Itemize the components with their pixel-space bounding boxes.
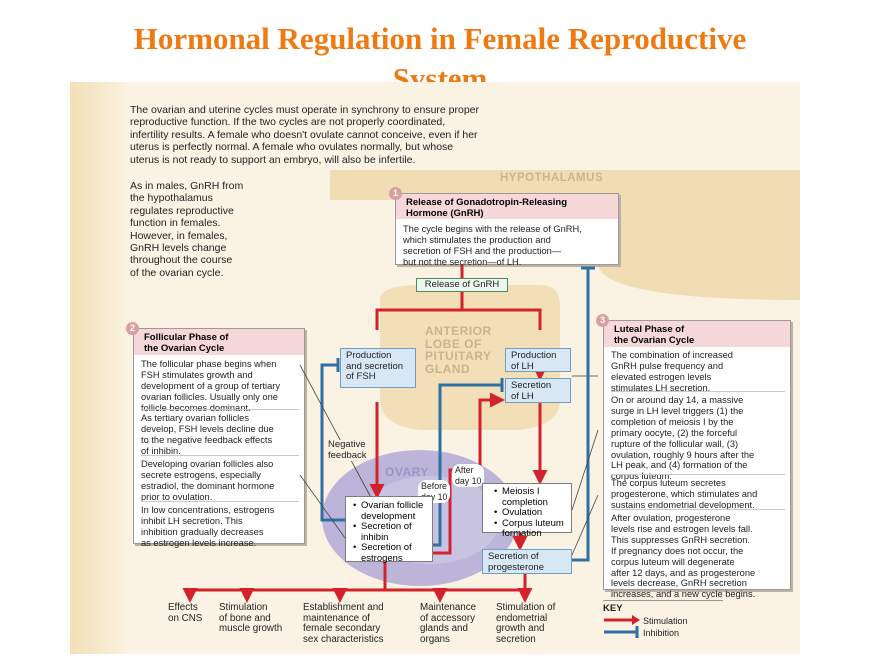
intro-paragraph-1: The ovarian and uterine cycles must oper… xyxy=(130,104,480,166)
figure-panel-shade xyxy=(70,82,130,654)
key-stimulation-arrow xyxy=(604,615,640,625)
ovulation-item: Ovulation xyxy=(494,507,567,519)
step2-pointer-2 xyxy=(299,474,346,539)
hypothalamus-shape xyxy=(330,170,800,300)
step2-pointer-1 xyxy=(299,364,376,506)
key-inhibition-label: Inhibition xyxy=(643,628,680,638)
step1-number: 1 xyxy=(389,187,402,200)
hypothalamus-label: HYPOTHALAMUS xyxy=(500,172,604,184)
step3-pointer-2 xyxy=(571,429,599,511)
estrogen-inhibit-lh xyxy=(432,383,502,547)
key-inhibition-arrow xyxy=(604,626,639,638)
ovary-label: OVARY xyxy=(385,465,429,479)
page-title-line-1: Hormonal Regulation in Female Reproducti… xyxy=(133,21,747,56)
step3-pointer-3 xyxy=(571,494,599,556)
progesterone-inhibit-gnrh xyxy=(570,268,590,562)
key-title: KEY xyxy=(603,603,623,614)
step3-number: 3 xyxy=(596,314,609,327)
negative-feedback-inhibin xyxy=(320,363,345,522)
key-box: KEY Stimulation Inhibition xyxy=(603,600,723,638)
step2-number: 2 xyxy=(126,322,139,335)
gnrh-split-arrow xyxy=(375,308,542,330)
key-stimulation-label: Stimulation xyxy=(643,616,688,626)
step1-text: The cycle begins with the release of GnR… xyxy=(403,224,582,267)
release-gnrh-box: Release of GnRH xyxy=(416,278,508,292)
